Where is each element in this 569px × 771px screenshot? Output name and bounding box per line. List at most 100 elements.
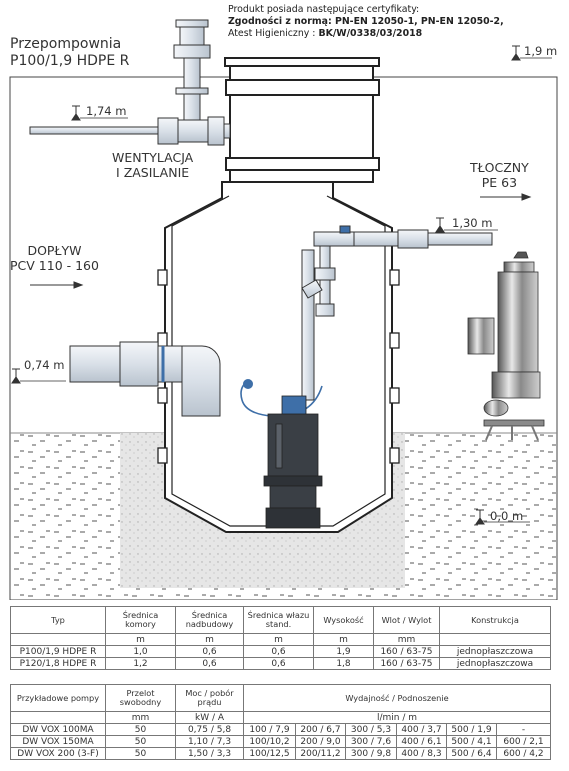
table-cell: DW VOX 150MA — [10, 735, 106, 748]
submersible-pump — [263, 395, 323, 529]
table-units-row: mm kW / A l/min / m — [10, 711, 551, 724]
vent-pipe — [29, 19, 231, 146]
table-cell: 300 / 7,6 — [345, 735, 397, 748]
float-switch — [243, 379, 253, 389]
table-cell: P120/1,8 HDPE R — [10, 657, 106, 670]
label-inflow-line-2: PCV 110 - 160 — [10, 258, 99, 273]
table-cell: 50 — [105, 747, 176, 760]
dim-inlet: 0,74 m — [24, 358, 65, 372]
cert-line-3-prefix: Atest Higieniczny : — [228, 28, 319, 39]
table-unit: mm — [373, 633, 440, 646]
dimension-leader-lines — [20, 57, 552, 523]
table-row: P120/1,8 HDPE R 1,2 0,6 0,6 1,8 160 / 63… — [10, 657, 551, 670]
table-cell: 160 / 63-75 — [373, 657, 440, 670]
table-unit: m — [105, 633, 176, 646]
table-cell: 400 / 3,7 — [396, 723, 447, 736]
cert-line-2: Zgodności z normą: PN-EN 12050-1, PN-EN … — [228, 16, 504, 27]
table-unit: m — [175, 633, 244, 646]
table-cell: 0,75 / 5,8 — [175, 723, 244, 736]
title-line-2: P100/1,9 HDPE R — [10, 53, 130, 69]
table-header: Moc / pobór prądu — [175, 684, 244, 712]
table-cell: 0,6 — [243, 645, 314, 658]
table-cell: 100/12,5 — [243, 747, 296, 760]
table-header-row: Przykładowe pompy Przelot swobodny Moc /… — [10, 684, 551, 712]
label-inflow: DOPŁYW PCV 110 - 160 — [10, 243, 99, 273]
label-inflow-line-1: DOPŁYW — [27, 243, 82, 258]
table-cell: 600 / 2,1 — [496, 735, 551, 748]
table-cell: DW VOX 200 (3-F) — [10, 747, 106, 760]
table-cell: 400 / 8,3 — [396, 747, 447, 760]
table-cell: 300 / 5,3 — [345, 723, 397, 736]
label-pressure-line-1: TŁOCZNY — [470, 160, 529, 175]
page-title: Przepompownia P100/1,9 HDPE R — [10, 36, 129, 70]
table-cell: 200/11,2 — [295, 747, 346, 760]
table-cell: 600 / 4,2 — [496, 747, 551, 760]
riser — [224, 57, 380, 183]
table-header: Wydajność / Podnoszenie — [243, 684, 551, 712]
table-units-row: m m m m mm — [10, 633, 551, 646]
cert-line-3-value: BK/W/0338/03/2018 — [318, 28, 423, 39]
table-cell: 1,0 — [105, 645, 176, 658]
label-pressure-line-2: PE 63 — [481, 175, 518, 190]
table-cell: 500 / 4,1 — [446, 735, 497, 748]
table-cell: DW VOX 100MA — [10, 723, 106, 736]
table-unit: kW / A — [175, 711, 244, 724]
table-unit: mm — [105, 711, 176, 724]
table-header: Średnica komory — [105, 606, 176, 634]
table-cell: 400 / 6,1 — [396, 735, 447, 748]
table-cell: jednopłaszczowa — [439, 645, 551, 658]
table-header: Wlot / Wylot — [373, 606, 440, 634]
table-cell: 1,8 — [313, 657, 374, 670]
table-cell: 0,6 — [175, 645, 244, 658]
table-cell: 200 / 6,7 — [295, 723, 346, 736]
table-row: P100/1,9 HDPE R 1,0 0,6 0,6 1,9 160 / 63… — [10, 645, 551, 658]
inlet-pipe — [69, 341, 221, 417]
table-unit — [10, 633, 106, 646]
label-ventilation-line-1: WENTYLACJA — [112, 150, 194, 165]
table-header: Konstrukcja — [439, 606, 551, 634]
table-cell: 1,10 / 7,3 — [175, 735, 244, 748]
label-ventilation: WENTYLACJA I ZASILANIE — [112, 150, 193, 180]
table-row: DW VOX 100MA 50 0,75 / 5,8 100 / 7,9 200… — [10, 723, 551, 736]
cert-line-1: Produkt posiada następujące certyfikaty: — [228, 4, 420, 15]
table-unit — [10, 711, 106, 724]
table-cell: 500 / 6,4 — [446, 747, 497, 760]
cert-line-3: Atest Higieniczny : BK/W/0338/03/2018 — [228, 28, 504, 40]
flow-arrows — [30, 193, 532, 289]
table-unit — [439, 633, 551, 646]
table-header: Średnica włazu stand. — [243, 606, 314, 634]
table-header-row: Typ Średnica komory Średnica nadbudowy Ś… — [10, 606, 551, 634]
table-cell: 0,6 — [243, 657, 314, 670]
table-cell: 1,2 — [105, 657, 176, 670]
label-ventilation-line-2: I ZASILANIE — [116, 165, 190, 180]
table-unit: m — [243, 633, 314, 646]
pump-spec-table: Przykładowe pompy Przelot swobodny Moc /… — [10, 684, 551, 760]
table-header: Przykładowe pompy — [10, 684, 106, 712]
table-header: Typ — [10, 606, 106, 634]
table-cell: 50 — [105, 735, 176, 748]
table-header: Przelot swobodny — [105, 684, 176, 712]
pump-station-diagram — [9, 19, 558, 600]
dim-vent: 1,74 m — [86, 104, 127, 118]
table-unit: m — [313, 633, 374, 646]
table-cell: 300 / 9,8 — [345, 747, 397, 760]
table-cell: 100 / 7,9 — [243, 723, 296, 736]
table-cell: 500 / 1,9 — [446, 723, 497, 736]
table-header: Wysokość — [313, 606, 374, 634]
table-cell: 1,50 / 3,3 — [175, 747, 244, 760]
title-line-1: Przepompownia — [10, 36, 122, 52]
certificates-note: Produkt posiada następujące certyfikaty:… — [228, 4, 504, 40]
dim-discharge: 1,30 m — [452, 216, 493, 230]
table-cell: 1,9 — [313, 645, 374, 658]
table-cell: 160 / 63-75 — [373, 645, 440, 658]
table-cell: - — [496, 723, 551, 736]
table-header: Średnica nadbudowy — [175, 606, 244, 634]
table-cell: 200 / 9,0 — [295, 735, 346, 748]
table-cell: jednopłaszczowa — [439, 657, 551, 670]
table-cell: 100/10,2 — [243, 735, 296, 748]
table-cell: 50 — [105, 723, 176, 736]
table-cell: P100/1,9 HDPE R — [10, 645, 106, 658]
pump-product-illustration — [467, 251, 545, 441]
table-unit: l/min / m — [243, 711, 551, 724]
dim-ground: 0,0 m — [490, 509, 524, 523]
